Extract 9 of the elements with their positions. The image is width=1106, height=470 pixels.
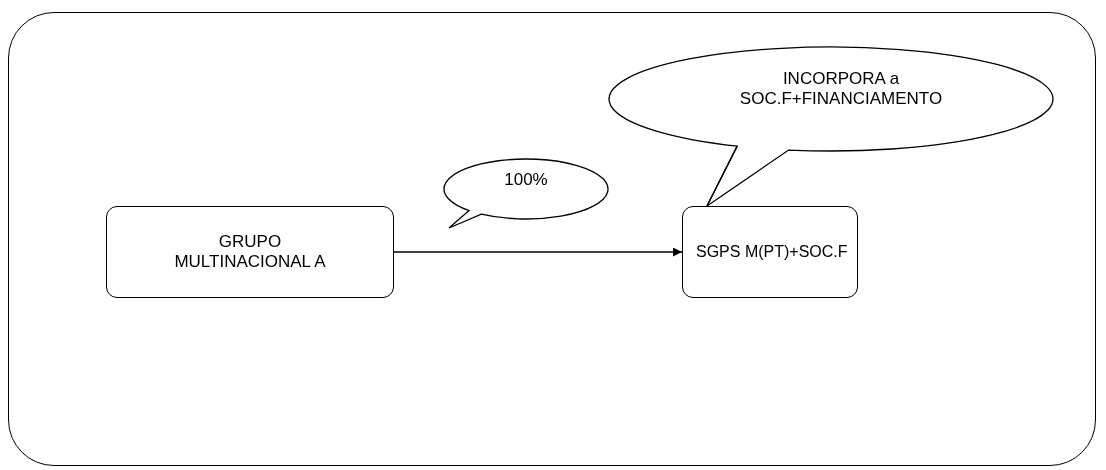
process-box (682, 206, 858, 298)
arrow (393, 247, 683, 257)
box-label: GRUPO MULTINACIONAL A (173, 232, 327, 272)
diagram-frame (8, 12, 1096, 466)
leader-line (706, 145, 738, 207)
box-label: SGPS M(PT)+SOC.F (696, 242, 848, 262)
bubble-text: INCORPORA a SOC.F+FINANCIAMENTO (738, 69, 944, 109)
process-box (106, 206, 394, 298)
bubble-text: 100% (504, 170, 548, 190)
